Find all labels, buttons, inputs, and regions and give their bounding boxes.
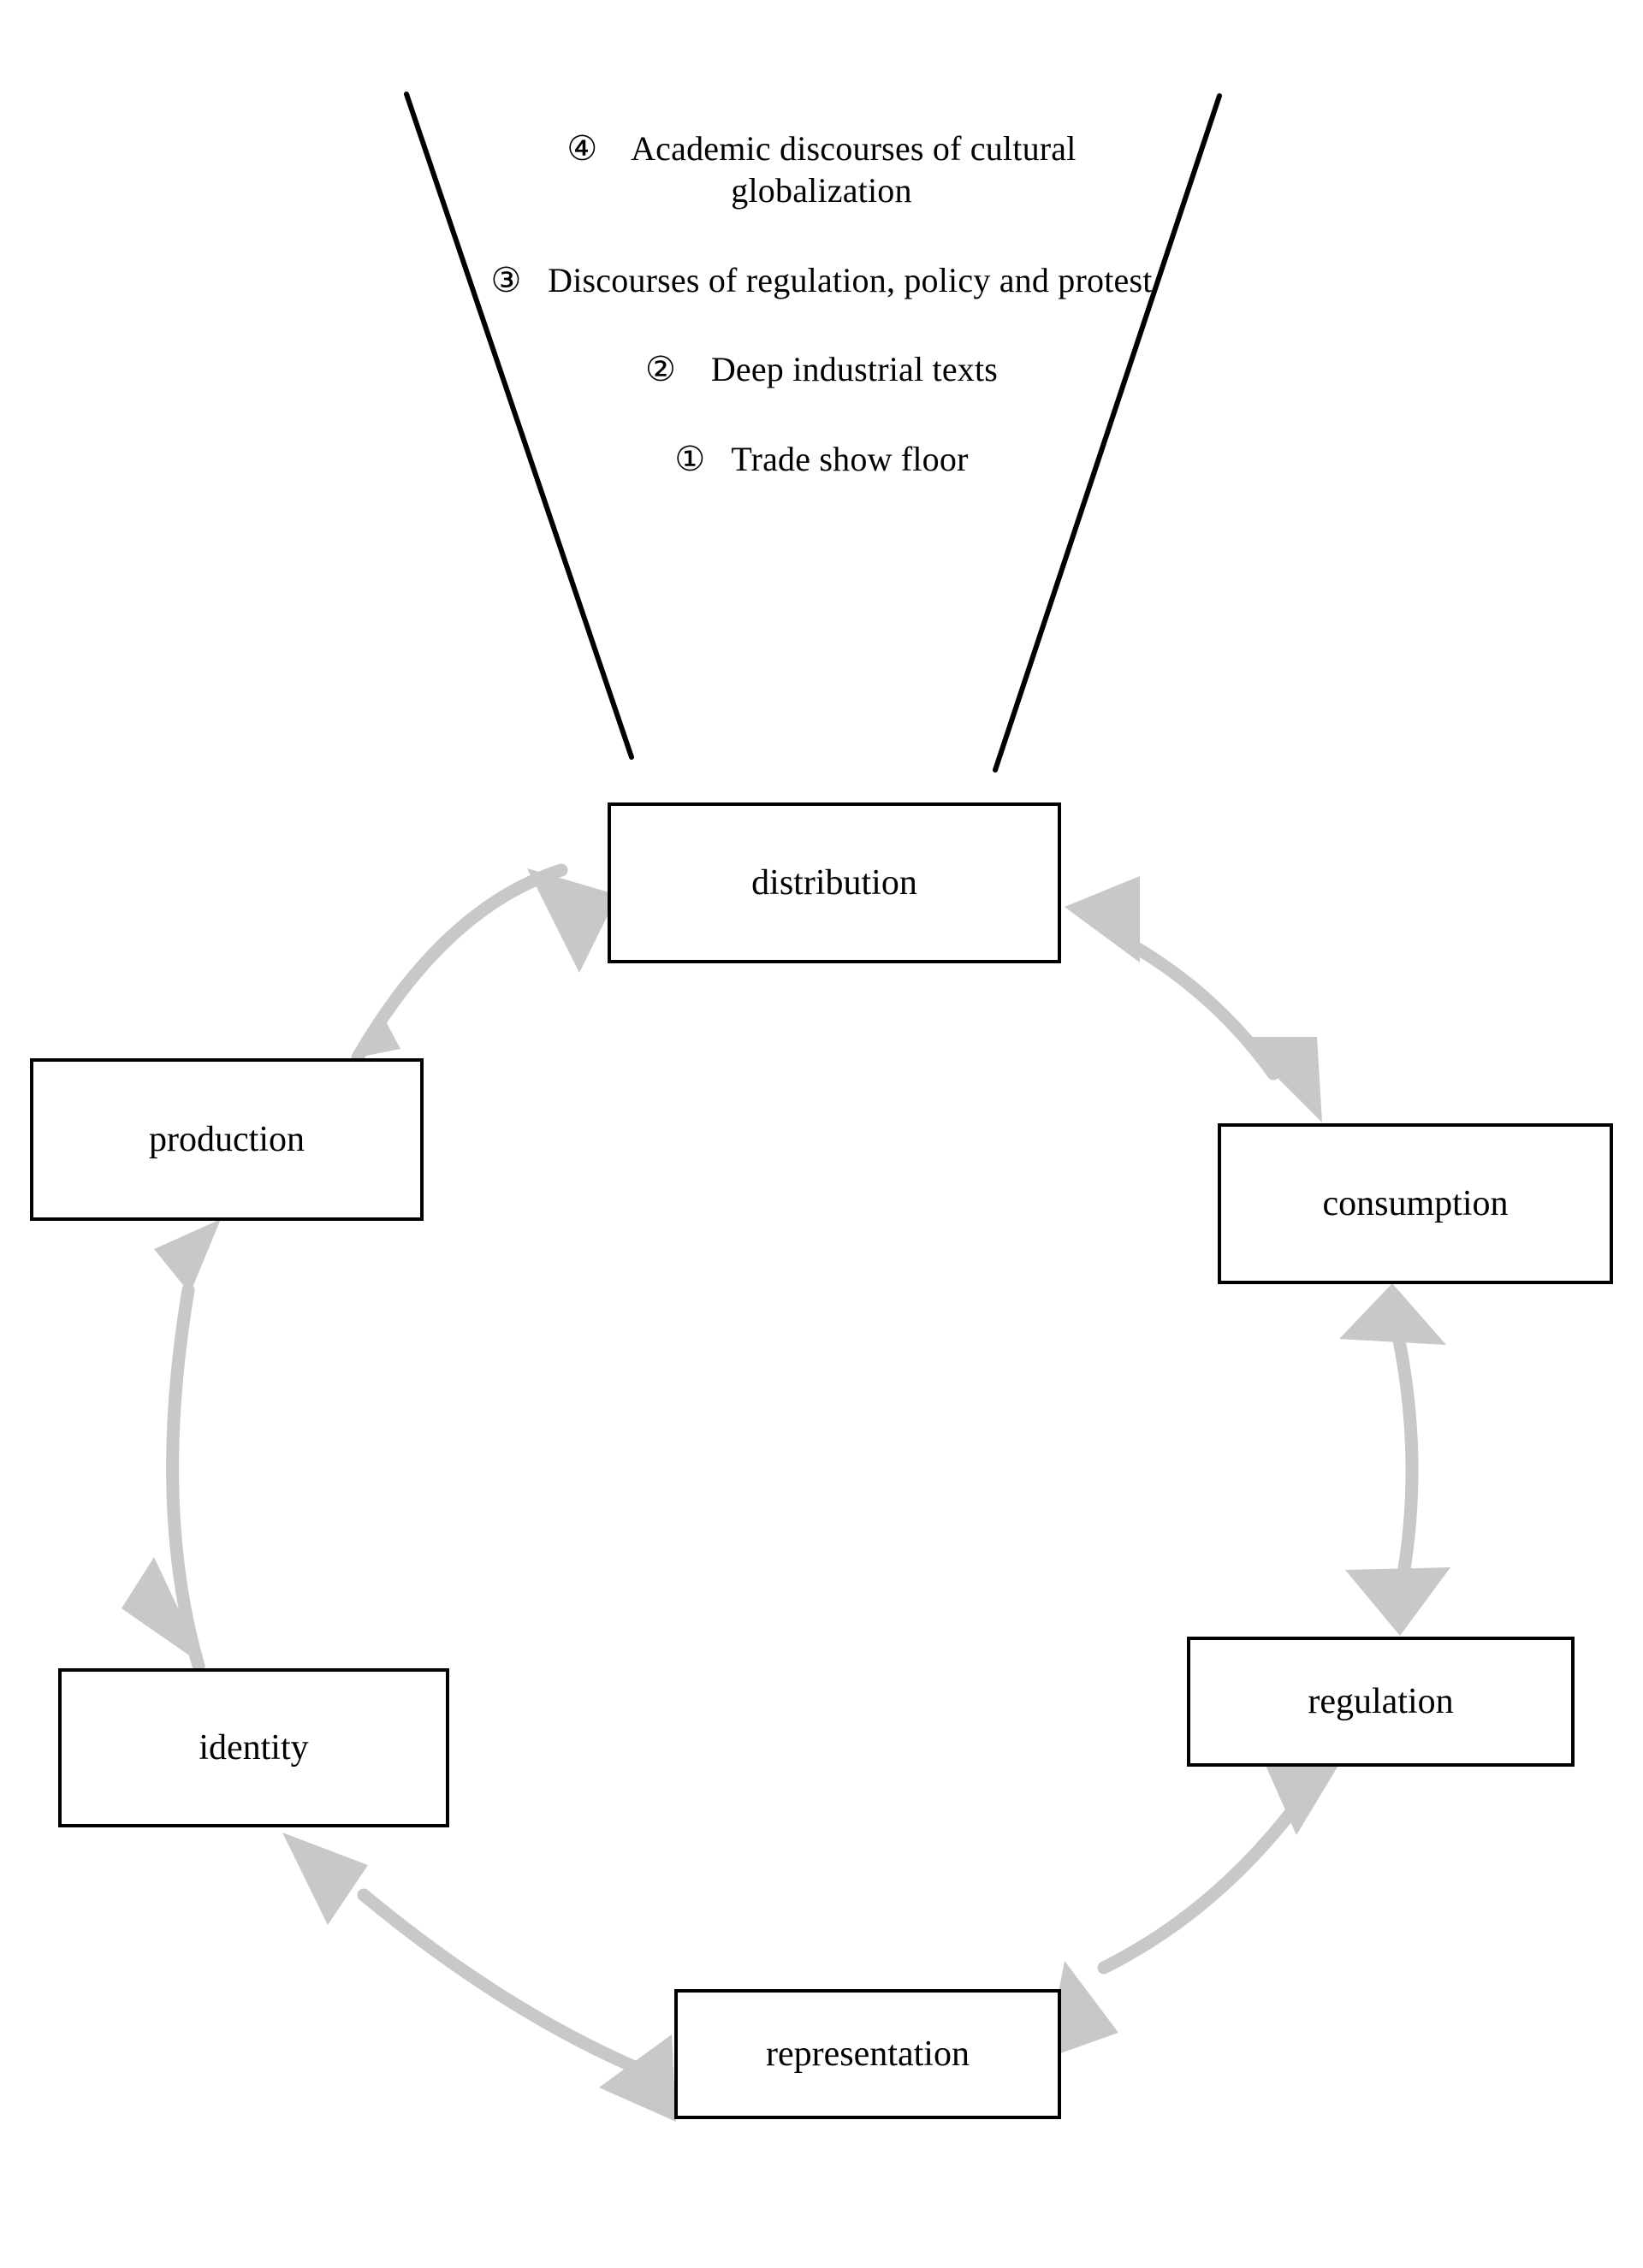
funnel-item-3: ③ Discourses of regulation, policy and p… [479,260,1164,302]
node-regulation[interactable]: regulation [1187,1637,1575,1767]
arrow-representation-identity [282,1833,676,2122]
arrow-distribution-consumption [1065,876,1322,1122]
node-consumption[interactable]: consumption [1218,1123,1613,1284]
node-production-label: production [149,1120,305,1159]
node-distribution[interactable]: distribution [608,802,1061,963]
node-identity-label: identity [199,1728,309,1768]
node-consumption-label: consumption [1322,1184,1509,1223]
funnel-line-left [404,92,634,760]
node-distribution-label: distribution [751,863,917,903]
node-regulation-label: regulation [1308,1682,1454,1721]
arrow-production-distribution [351,863,618,1064]
funnel-marker-2: ② [644,350,676,389]
arrow-regulation-representation [1046,1754,1339,2058]
funnel-annotation-list: ④ Academic discourses of cultural global… [479,128,1164,481]
funnel-label-1: Trade show floor [731,440,969,479]
funnel-label-2: Deep industrial texts [710,350,999,389]
funnel-marker-3: ③ [490,260,522,299]
funnel-marker-4: ④ [566,129,598,168]
arrow-consumption-regulation [1339,1283,1450,1636]
funnel-item-1: ① Trade show floor [479,439,1164,481]
node-representation-label: representation [766,2034,970,2074]
node-identity[interactable]: identity [58,1668,449,1827]
funnel-label-3: Discourses of regulation, policy and pro… [548,260,1153,299]
node-representation[interactable]: representation [674,1989,1061,2119]
funnel-item-4: ④ Academic discourses of cultural global… [479,128,1164,212]
funnel-marker-1: ① [674,440,706,479]
funnel-item-2: ② Deep industrial texts [479,349,1164,391]
node-production[interactable]: production [30,1058,424,1221]
funnel-line-right [993,93,1222,773]
arrow-identity-production [122,1219,221,1673]
funnel-label-4: Academic discourses of cultural globaliz… [631,129,1077,210]
